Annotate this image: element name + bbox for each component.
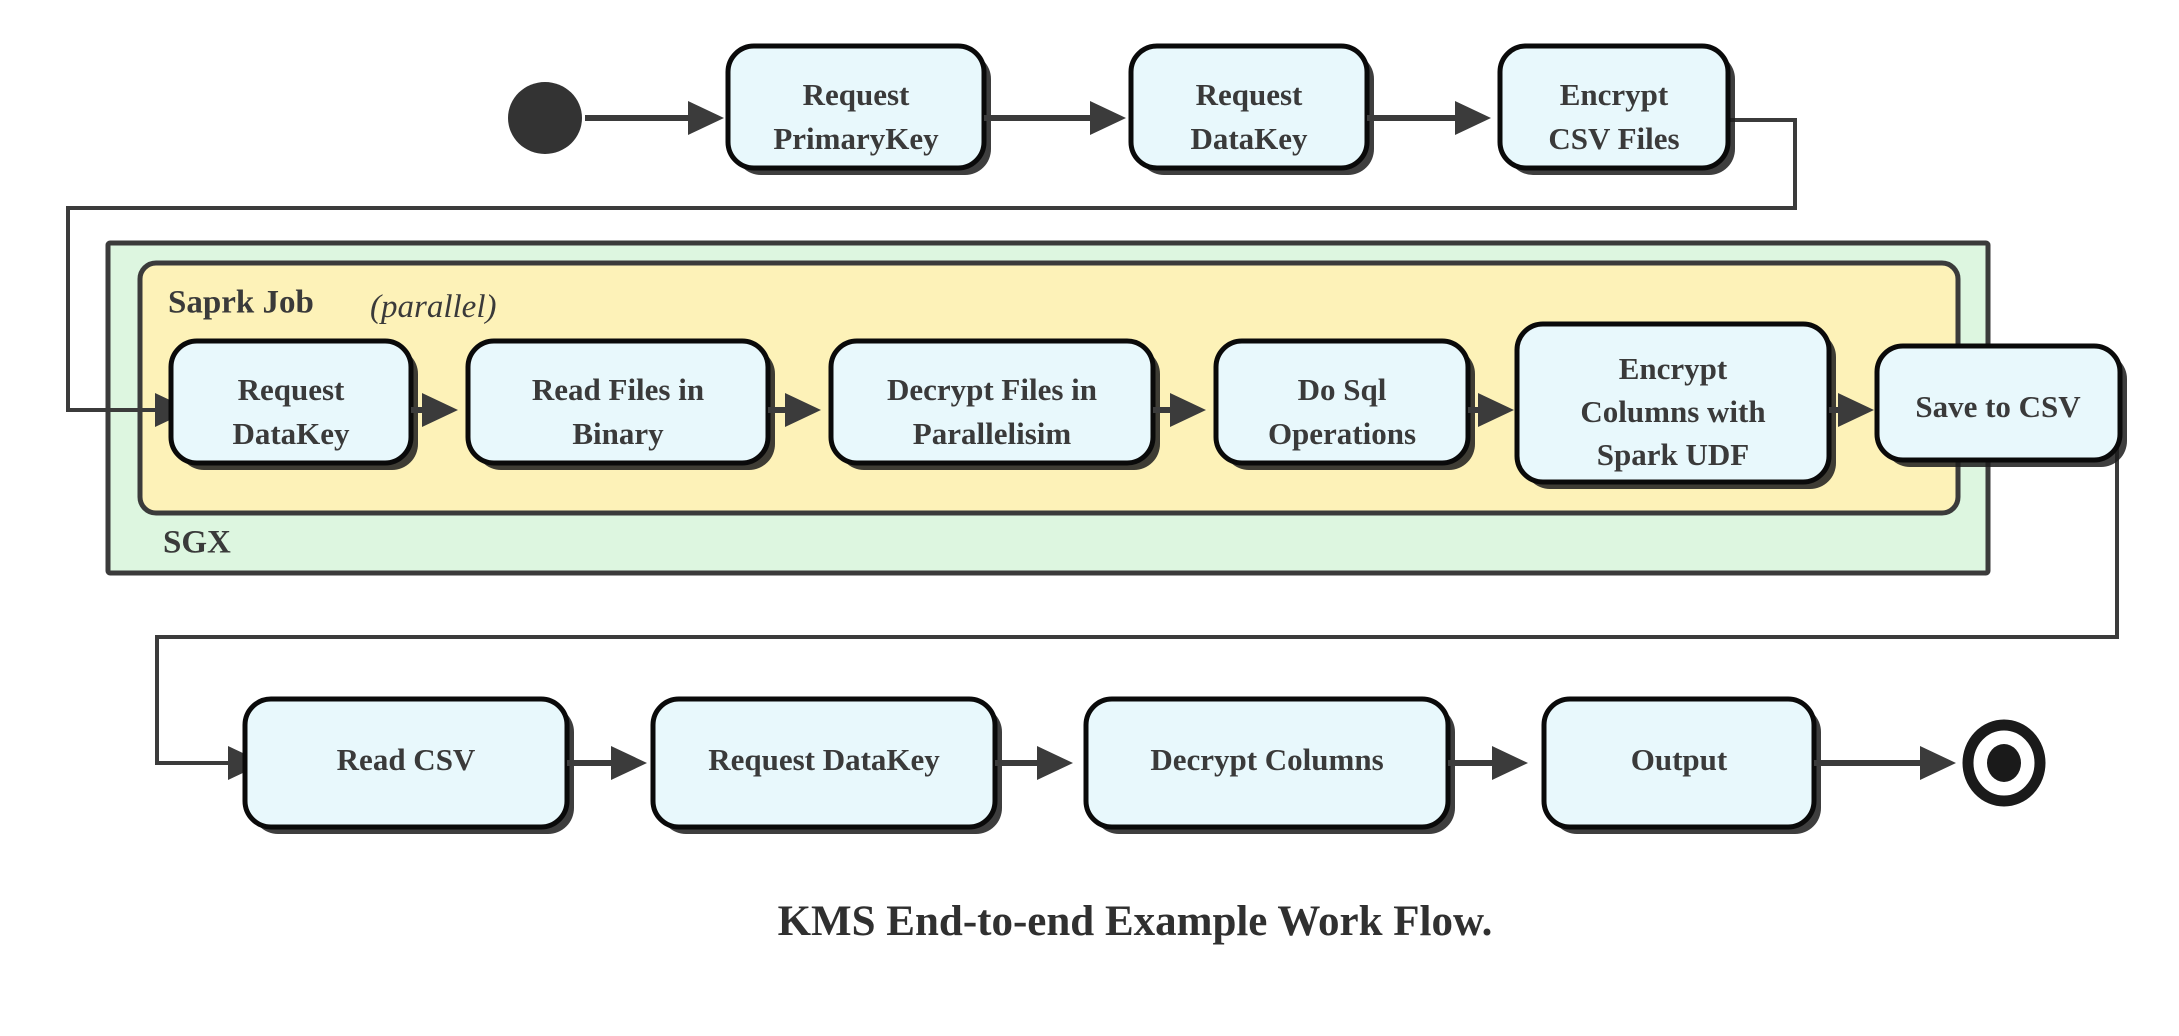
sgx-label: SGX	[163, 525, 231, 561]
node-label-line: CSV Files	[1548, 121, 1679, 156]
node-do-sql-operations: Do Sql Operations	[1213, 338, 1475, 470]
edge-request-datakey-to-encrypt-csv	[1367, 101, 1491, 135]
edge-decrypt-files-to-do-sql	[1153, 393, 1206, 427]
spark-job-parallel-label: (parallel)	[370, 289, 496, 325]
node-request-datakey-spark: Request DataKey	[168, 338, 418, 470]
start-state-marker	[508, 82, 582, 154]
node-request-datakey-top: Request DataKey	[1128, 43, 1374, 175]
node-label-line: Request	[1196, 77, 1303, 112]
node-label-line: Output	[1631, 742, 1728, 777]
node-output: Output	[1541, 696, 1821, 834]
diagram-caption: KMS End-to-end Example Work Flow.	[778, 898, 1493, 945]
edge-request-primarykey-to-request-datakey	[984, 101, 1126, 135]
node-encrypt-columns-with-spark-udf: Encrypt Columns with Spark UDF	[1514, 321, 1836, 489]
node-decrypt-files-in-parallelisim: Decrypt Files in Parallelisim	[828, 338, 1160, 470]
node-label-line: Encrypt	[1560, 77, 1669, 112]
edge-decrypt-columns-to-output	[1448, 746, 1528, 780]
node-request-primarykey: Request PrimaryKey	[725, 43, 991, 175]
edge-read-files-to-decrypt-files	[768, 393, 821, 427]
node-label-line: Encrypt	[1619, 351, 1728, 386]
node-decrypt-columns: Decrypt Columns	[1083, 696, 1455, 834]
edge-encrypt-columns-to-save-csv	[1829, 393, 1874, 427]
edge-encrypt-csv-to-spark-datakey	[66, 118, 1797, 412]
node-label-line: Save to CSV	[1915, 389, 2081, 424]
node-label-line: Decrypt Columns	[1150, 742, 1383, 777]
node-label-line: Request	[238, 372, 345, 407]
node-read-files-in-binary: Read Files in Binary	[465, 338, 775, 470]
node-save-to-csv: Save to CSV	[1874, 343, 2127, 467]
node-label-line: Operations	[1268, 416, 1416, 451]
edge-request-datakey-to-decrypt-columns	[995, 746, 1073, 780]
node-label-line: Request DataKey	[708, 742, 940, 777]
node-read-csv: Read CSV	[242, 696, 574, 834]
node-label-line: Read Files in	[532, 372, 704, 407]
final-state-marker	[1962, 719, 2046, 807]
node-label-line: Parallelisim	[913, 416, 1072, 451]
node-label-line: DataKey	[1190, 121, 1308, 156]
edge-start-to-request-primarykey	[585, 101, 724, 135]
node-request-datakey-bottom: Request DataKey	[650, 696, 1002, 834]
node-label-line: Binary	[572, 416, 664, 451]
node-label-line: Request	[803, 77, 910, 112]
node-label-line: Spark UDF	[1597, 437, 1749, 472]
node-label-line: Read CSV	[337, 742, 476, 777]
edge-output-to-final-state	[1814, 746, 1956, 780]
spark-job-label: Saprk Job	[168, 285, 314, 321]
node-label-line: DataKey	[232, 416, 350, 451]
edge-do-sql-to-encrypt-columns	[1468, 393, 1514, 427]
node-label-line: PrimaryKey	[773, 121, 939, 156]
node-label-line: Decrypt Files in	[887, 372, 1097, 407]
node-label-line: Do Sql	[1298, 372, 1387, 407]
edge-read-csv-to-request-datakey	[567, 746, 647, 780]
node-encrypt-csv-files: Encrypt CSV Files	[1497, 43, 1735, 175]
edge-spark-datakey-to-read-files	[411, 393, 458, 427]
node-label-line: Columns with	[1580, 394, 1765, 429]
